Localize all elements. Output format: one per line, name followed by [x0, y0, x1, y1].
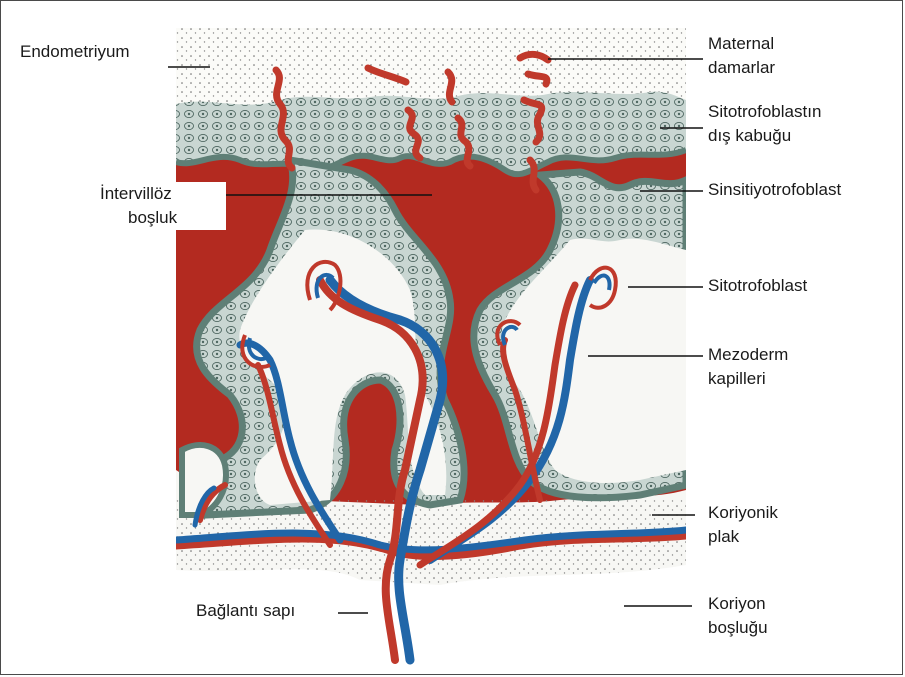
label-endometriyum: Endometriyum [20, 42, 130, 62]
label-cytotrophoblast-shell: Sitotrofoblastın dış kabuğu [708, 102, 821, 146]
label-chorionic-plate: Koriyonik plak [708, 503, 778, 547]
label-connecting-stalk: Bağlantı sapı [196, 601, 295, 621]
label-mezoderm-line2: kapilleri [708, 369, 788, 389]
label-syncytiotrophoblast: Sinsitiyotrofoblast [708, 180, 841, 200]
label-cytotrophoblast: Sitotrofoblast [708, 276, 807, 296]
label-baglanti-text: Bağlantı sapı [196, 601, 295, 620]
label-mezoderm-line1: Mezoderm [708, 345, 788, 365]
label-mesoderm-capillaries: Mezoderm kapilleri [708, 345, 788, 389]
label-maternal-line1: Maternal [708, 34, 775, 54]
label-sitotrofoblast-text: Sitotrofoblast [708, 276, 807, 295]
label-chorionic-cavity: Koriyon boşluğu [708, 594, 768, 638]
label-maternal-line2: damarlar [708, 58, 775, 78]
label-koriyon-line2: boşluğu [708, 618, 768, 638]
label-intervilloz-line2: boşluk [100, 208, 224, 228]
label-intervillous-space: İntervillöz boşluk [100, 182, 226, 230]
label-sito-kabuk-line1: Sitotrofoblastın [708, 102, 821, 122]
label-endometriyum-text: Endometriyum [20, 42, 130, 61]
label-intervilloz-line1: İntervillöz [100, 184, 224, 204]
label-koriyonik-line2: plak [708, 527, 778, 547]
label-sito-kabuk-line2: dış kabuğu [708, 126, 821, 146]
label-koriyon-line1: Koriyon [708, 594, 768, 614]
label-sinsitiyo-text: Sinsitiyotrofoblast [708, 180, 841, 199]
label-koriyonik-line1: Koriyonik [708, 503, 778, 523]
label-maternal-vessels: Maternal damarlar [708, 34, 775, 78]
